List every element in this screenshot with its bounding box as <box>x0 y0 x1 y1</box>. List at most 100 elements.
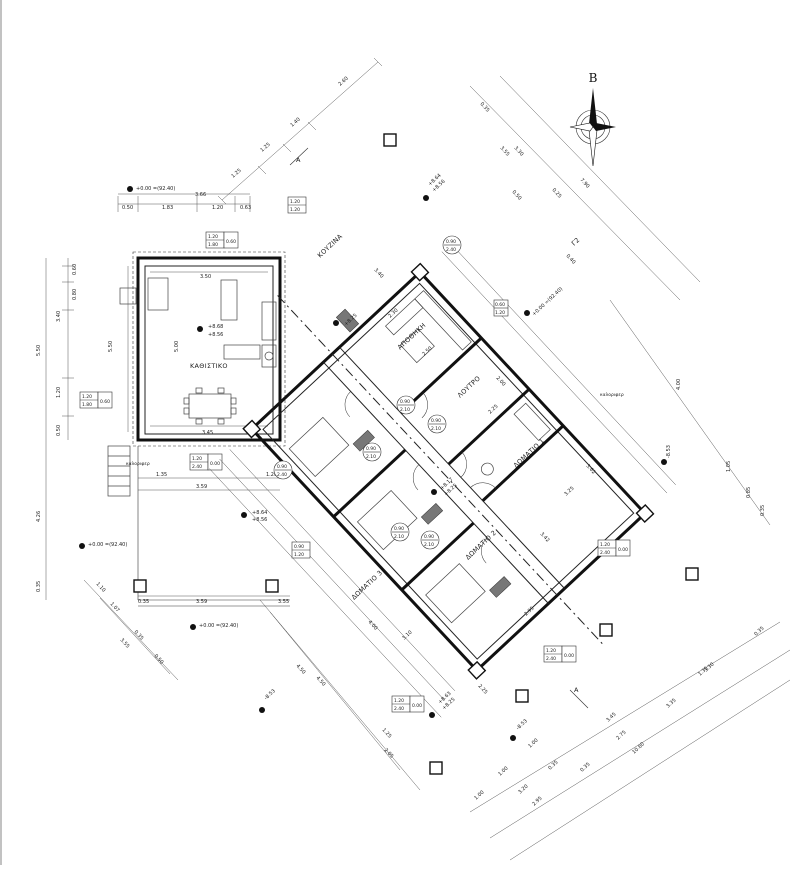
dim-bottom-diag2-1: 3.45 <box>605 711 617 723</box>
room-label-bed2: ΔΩΜΑΤΙΟ 2 <box>464 529 498 562</box>
dim-bottom-diag2-4: 3.35 <box>665 697 677 709</box>
level-porch-a: +8.64 <box>252 510 267 516</box>
dim-porch-w2: 1.20 <box>266 472 277 478</box>
window-tag-w3: 1.20 1.80 0.60 <box>79 391 113 409</box>
level-marker-icon <box>429 712 435 718</box>
w4-0: 1.20 <box>192 456 202 462</box>
dim-bottom-diag-4: 1.00 <box>527 737 539 749</box>
window-tag-w2: 1.20 1.80 0.60 <box>205 231 239 249</box>
window-tag-w8: 0.90 2.10 <box>427 414 447 434</box>
dim-bm-1: 4.50 <box>315 675 327 687</box>
dim-kitchen-w: 3.40 <box>373 267 385 279</box>
w5-0: 0.60 <box>495 302 505 308</box>
dim-left-outer: 5.50 <box>36 345 42 356</box>
dim-bl-2: 0.35 <box>133 629 145 641</box>
left-dimensions: 5.50 0.60 0.80 3.40 1.20 0.50 4.26 0.35 <box>36 258 78 600</box>
w16-0: 0.90 <box>277 464 287 470</box>
dim-bottom-a: 0.35 <box>138 599 149 605</box>
w7-1: 2.10 <box>400 407 410 413</box>
dim-top-total: 3.66 <box>195 192 206 198</box>
dim-bed3-w: 3.10 <box>401 629 413 641</box>
level-living-bottom: +8.56 <box>208 332 223 338</box>
dim-bed3-h: 4.00 <box>367 619 379 631</box>
dim-top-diag-0: 1.25 <box>230 168 242 180</box>
column-icon <box>383 133 397 147</box>
level-ext-2: -8.53 <box>263 688 277 701</box>
window-tag-w14: 0.90 1.20 <box>291 541 311 559</box>
dim-bottom-b: 3.55 <box>278 599 289 605</box>
w2-1: 1.80 <box>208 242 218 248</box>
label-kalorifer-2: καλοριφερ <box>600 392 624 398</box>
top-dimensions: 0.50 1.83 1.20 0.63 3.66 +0.00 =(92.40) <box>117 186 251 212</box>
section-mark-right: Γ2 <box>570 236 582 248</box>
level-marker-icon <box>241 512 247 518</box>
w11-1: 2.10 <box>424 542 434 548</box>
w12-2: 0.00 <box>618 547 628 553</box>
w9-1: 2.10 <box>366 454 376 460</box>
w13-0: 1.20 <box>546 648 556 654</box>
dim-bl-1: 1.07 <box>109 601 121 613</box>
window-tag-w1: 1.20 1.20 <box>287 196 307 214</box>
column-icon <box>410 262 430 282</box>
w1-1: 1.20 <box>290 207 300 213</box>
dim-bottom-diag-2: 2.95 <box>531 795 543 807</box>
level-ground-left: +0.00 =(92.40) <box>88 542 127 548</box>
level-marker-icon <box>79 543 85 549</box>
w13-1: 2.40 <box>546 656 556 662</box>
level-porch-b: +8.56 <box>252 517 267 523</box>
dim-top-0: 0.50 <box>122 205 133 211</box>
dim-bath-w: 2.25 <box>487 403 499 415</box>
level-marker-icon <box>524 310 530 316</box>
w10-0: 0.90 <box>394 526 404 532</box>
level-marker-icon <box>333 320 339 326</box>
w11-0: 0.90 <box>424 534 434 540</box>
dim-bm-0: 4.50 <box>295 663 307 675</box>
dim-bottom-diag-3: 0.35 <box>547 759 559 771</box>
column-icon <box>265 579 279 593</box>
living-room: ΚΑΘΙΣΤΙΚΟ +8.68 +8.56 <box>119 251 286 447</box>
dim-bed1-h: 3.62 <box>585 463 597 475</box>
top-diagonal-dimensions: 1.25 1.25 1.40 2.60 A <box>217 57 383 205</box>
dim-bottom-diag2-2: 0.35 <box>579 761 591 773</box>
window-tag-w6: 0.90 2.40 <box>442 235 462 255</box>
window-tag-w7: 0.90 2.10 <box>396 395 416 415</box>
dim-top-2: 1.20 <box>212 205 223 211</box>
dim-top-diag-2: 1.40 <box>289 117 301 129</box>
window-tag-w4: 1.20 2.40 0.00 <box>189 453 223 471</box>
dim-left-inner-2: 3.40 <box>56 311 62 322</box>
dim-bottom-diag2-5: 3.30 <box>703 661 715 673</box>
dim-bl-0: 1.10 <box>95 581 107 593</box>
w3-2: 0.60 <box>100 399 110 405</box>
dim-top-diag-1: 1.25 <box>259 142 271 154</box>
bottom-middle-dimensions: 4.50 4.50 1.25 2.05 2.25 <box>259 599 489 791</box>
section-mark-top: A <box>296 156 301 164</box>
dim-left-small: 0.35 <box>36 581 42 592</box>
w2-0: 1.20 <box>208 234 218 240</box>
window-tag-w12: 1.20 2.40 0.00 <box>597 539 631 557</box>
w1-0: 1.20 <box>290 199 300 205</box>
level-marker-icon <box>197 326 203 332</box>
level-ground-bottom: +0.00 =(92.40) <box>199 623 238 629</box>
column-icon <box>242 419 262 439</box>
column-icon <box>133 579 147 593</box>
dim-right-top-6: 7.90 <box>579 177 591 189</box>
dim-living-h-outer: 5.50 <box>108 341 114 352</box>
level-marker-icon <box>661 459 667 465</box>
dim-living-h: 5.00 <box>174 341 180 352</box>
level-ext-3: -8.53 <box>515 718 529 731</box>
w3-0: 1.20 <box>82 394 92 400</box>
dim-top-3: 0.63 <box>240 205 251 211</box>
dim-storage-w: 2.50 <box>421 345 433 357</box>
room-label-kitchen: ΚΟΥΖΙΝΑ <box>316 232 344 259</box>
w15-1: 2.40 <box>394 706 404 712</box>
right-top-dimensions: 0.35 3.55 0.50 3.30 0.25 0.40 7.90 Γ2 <box>469 75 701 301</box>
dim-right-top-0: 0.35 <box>479 101 491 113</box>
dim-top-diag-3: 2.60 <box>337 76 349 88</box>
w14-1: 1.20 <box>294 552 304 558</box>
column-icon <box>599 623 613 637</box>
level-marker-icon <box>190 624 196 630</box>
window-tag-w15: 1.20 2.40 0.00 <box>391 695 425 713</box>
dim-bottom-diag-1: 3.20 <box>517 783 529 795</box>
dim-porch-total: 3.59 <box>196 484 207 490</box>
